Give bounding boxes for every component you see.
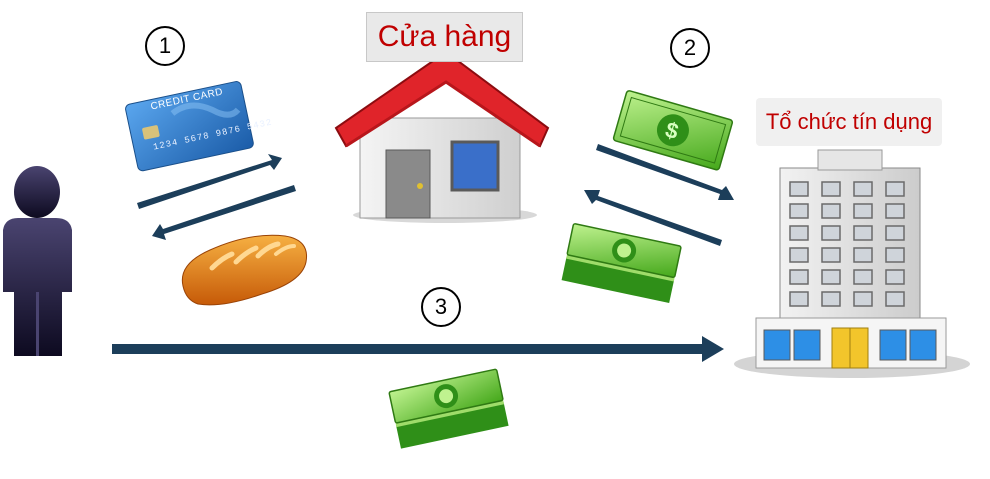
bank-window: [789, 269, 809, 285]
arrow-card-to-store: [137, 154, 282, 209]
bank-label: Tổ chức tín dụng: [756, 98, 942, 146]
bank-window: [853, 247, 873, 263]
person-icon: [3, 166, 72, 356]
bank-window: [821, 181, 841, 197]
arrow-bread-to-person: [152, 185, 296, 240]
bank-window: [853, 203, 873, 219]
bank-window: [885, 291, 905, 307]
step-three-marker: 3: [421, 287, 461, 327]
bank-window: [821, 269, 841, 285]
bank-window: [789, 247, 809, 263]
arrow-person-to-bank: [112, 336, 724, 362]
store-building-icon: [334, 35, 550, 223]
step-one-marker: 1: [145, 26, 185, 66]
money-stack-bottom-icon: [388, 368, 509, 449]
bank-window: [885, 225, 905, 241]
dollar-bill-icon: $: [612, 90, 734, 171]
money-stack-icon: [561, 223, 682, 304]
credit-card-icon: [125, 81, 254, 172]
bank-building-icon: [734, 149, 970, 378]
bank-window: [789, 225, 809, 241]
bank-window: [885, 181, 905, 197]
bank-window: [789, 291, 809, 307]
bread-icon: [181, 234, 308, 306]
bank-window: [789, 181, 809, 197]
store-label: Cửa hàng: [366, 12, 523, 62]
bank-window: [821, 225, 841, 241]
bank-window: [853, 181, 873, 197]
bank-window: [821, 291, 841, 307]
bank-window: [821, 247, 841, 263]
bank-window: [821, 203, 841, 219]
arrow-bank-to-store: [584, 190, 722, 246]
bank-window: [885, 247, 905, 263]
bank-window: [885, 203, 905, 219]
step-two-marker: 2: [670, 28, 710, 68]
bank-window: [853, 269, 873, 285]
bank-window: [853, 225, 873, 241]
arrow-store-to-bank: [596, 144, 734, 200]
bank-window: [885, 269, 905, 285]
bank-window: [853, 291, 873, 307]
bank-window: [789, 203, 809, 219]
